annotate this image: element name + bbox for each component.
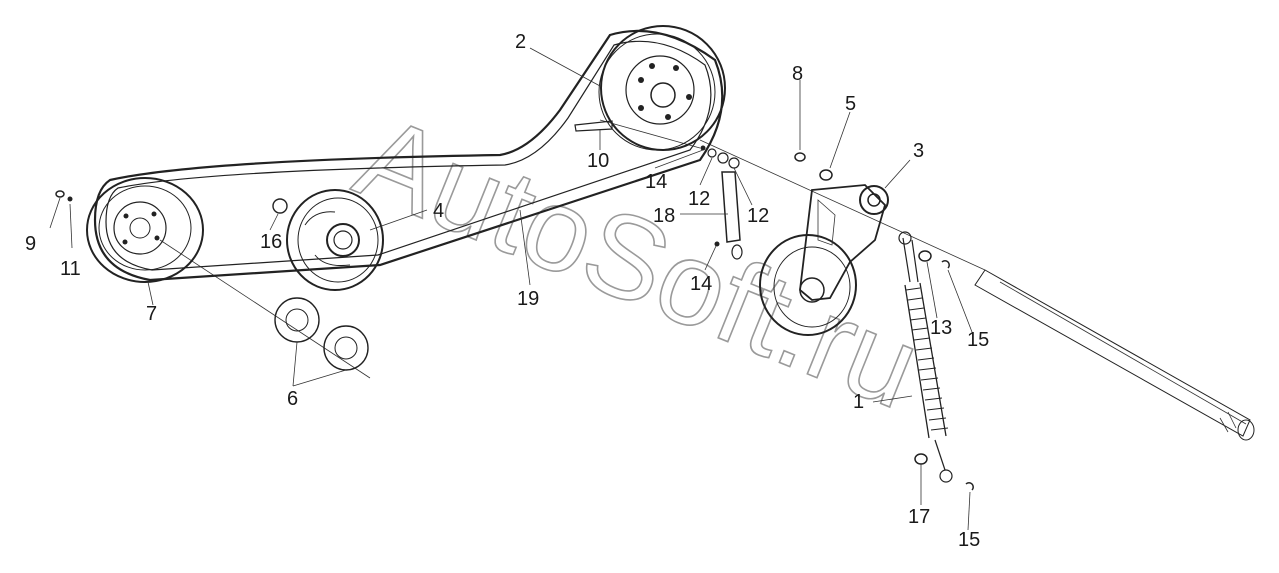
label-1: 1 (853, 391, 864, 413)
small-hardware (55, 145, 974, 491)
washer-5 (819, 169, 833, 181)
clip-15a (941, 260, 950, 269)
label-16: 16 (260, 231, 282, 253)
idler-wheel (759, 234, 857, 336)
nut-8 (794, 152, 806, 162)
strut-18 (721, 171, 743, 260)
drive-shaft (974, 269, 1255, 441)
label-12b: 12 (747, 205, 769, 227)
pulley-2 (574, 25, 726, 151)
label-14a: 14 (645, 171, 667, 193)
label-2: 2 (515, 31, 526, 53)
label-4: 4 (433, 200, 444, 222)
nut-11 (67, 196, 73, 202)
pin-17 (914, 453, 928, 465)
washer-13 (918, 250, 932, 262)
callout-labels: 1 2 3 4 5 6 7 8 9 10 11 12 12 13 14 14 1… (25, 31, 989, 551)
label-18: 18 (653, 205, 675, 227)
label-6: 6 (287, 388, 298, 410)
pulley-4 (286, 189, 384, 291)
label-15b: 15 (958, 529, 980, 551)
nut-14a (700, 145, 706, 151)
watermark-text: AutoSoft.ru (340, 91, 937, 435)
leader-lines (49, 47, 973, 531)
pulley-7 (86, 177, 204, 283)
label-10: 10 (587, 150, 609, 172)
label-17: 17 (908, 506, 930, 528)
bolt-9 (55, 190, 65, 198)
nut-14b (714, 241, 720, 247)
label-19: 19 (517, 288, 539, 310)
flanges-6 (274, 297, 369, 371)
label-14b: 14 (690, 273, 712, 295)
circlip-16 (272, 198, 288, 214)
clip-15b (965, 482, 974, 491)
label-9: 9 (25, 233, 36, 255)
washer-12a (707, 148, 717, 158)
label-15a: 15 (967, 329, 989, 351)
drive-belt (93, 29, 724, 282)
spring-1 (898, 231, 953, 483)
label-13: 13 (930, 317, 952, 339)
washer-12b (717, 152, 729, 164)
label-7: 7 (146, 303, 157, 325)
label-12a: 12 (688, 188, 710, 210)
tensioner-arm-3 (799, 184, 889, 301)
label-5: 5 (845, 93, 856, 115)
label-8: 8 (792, 63, 803, 85)
label-11: 11 (60, 258, 81, 280)
label-3: 3 (913, 140, 924, 162)
